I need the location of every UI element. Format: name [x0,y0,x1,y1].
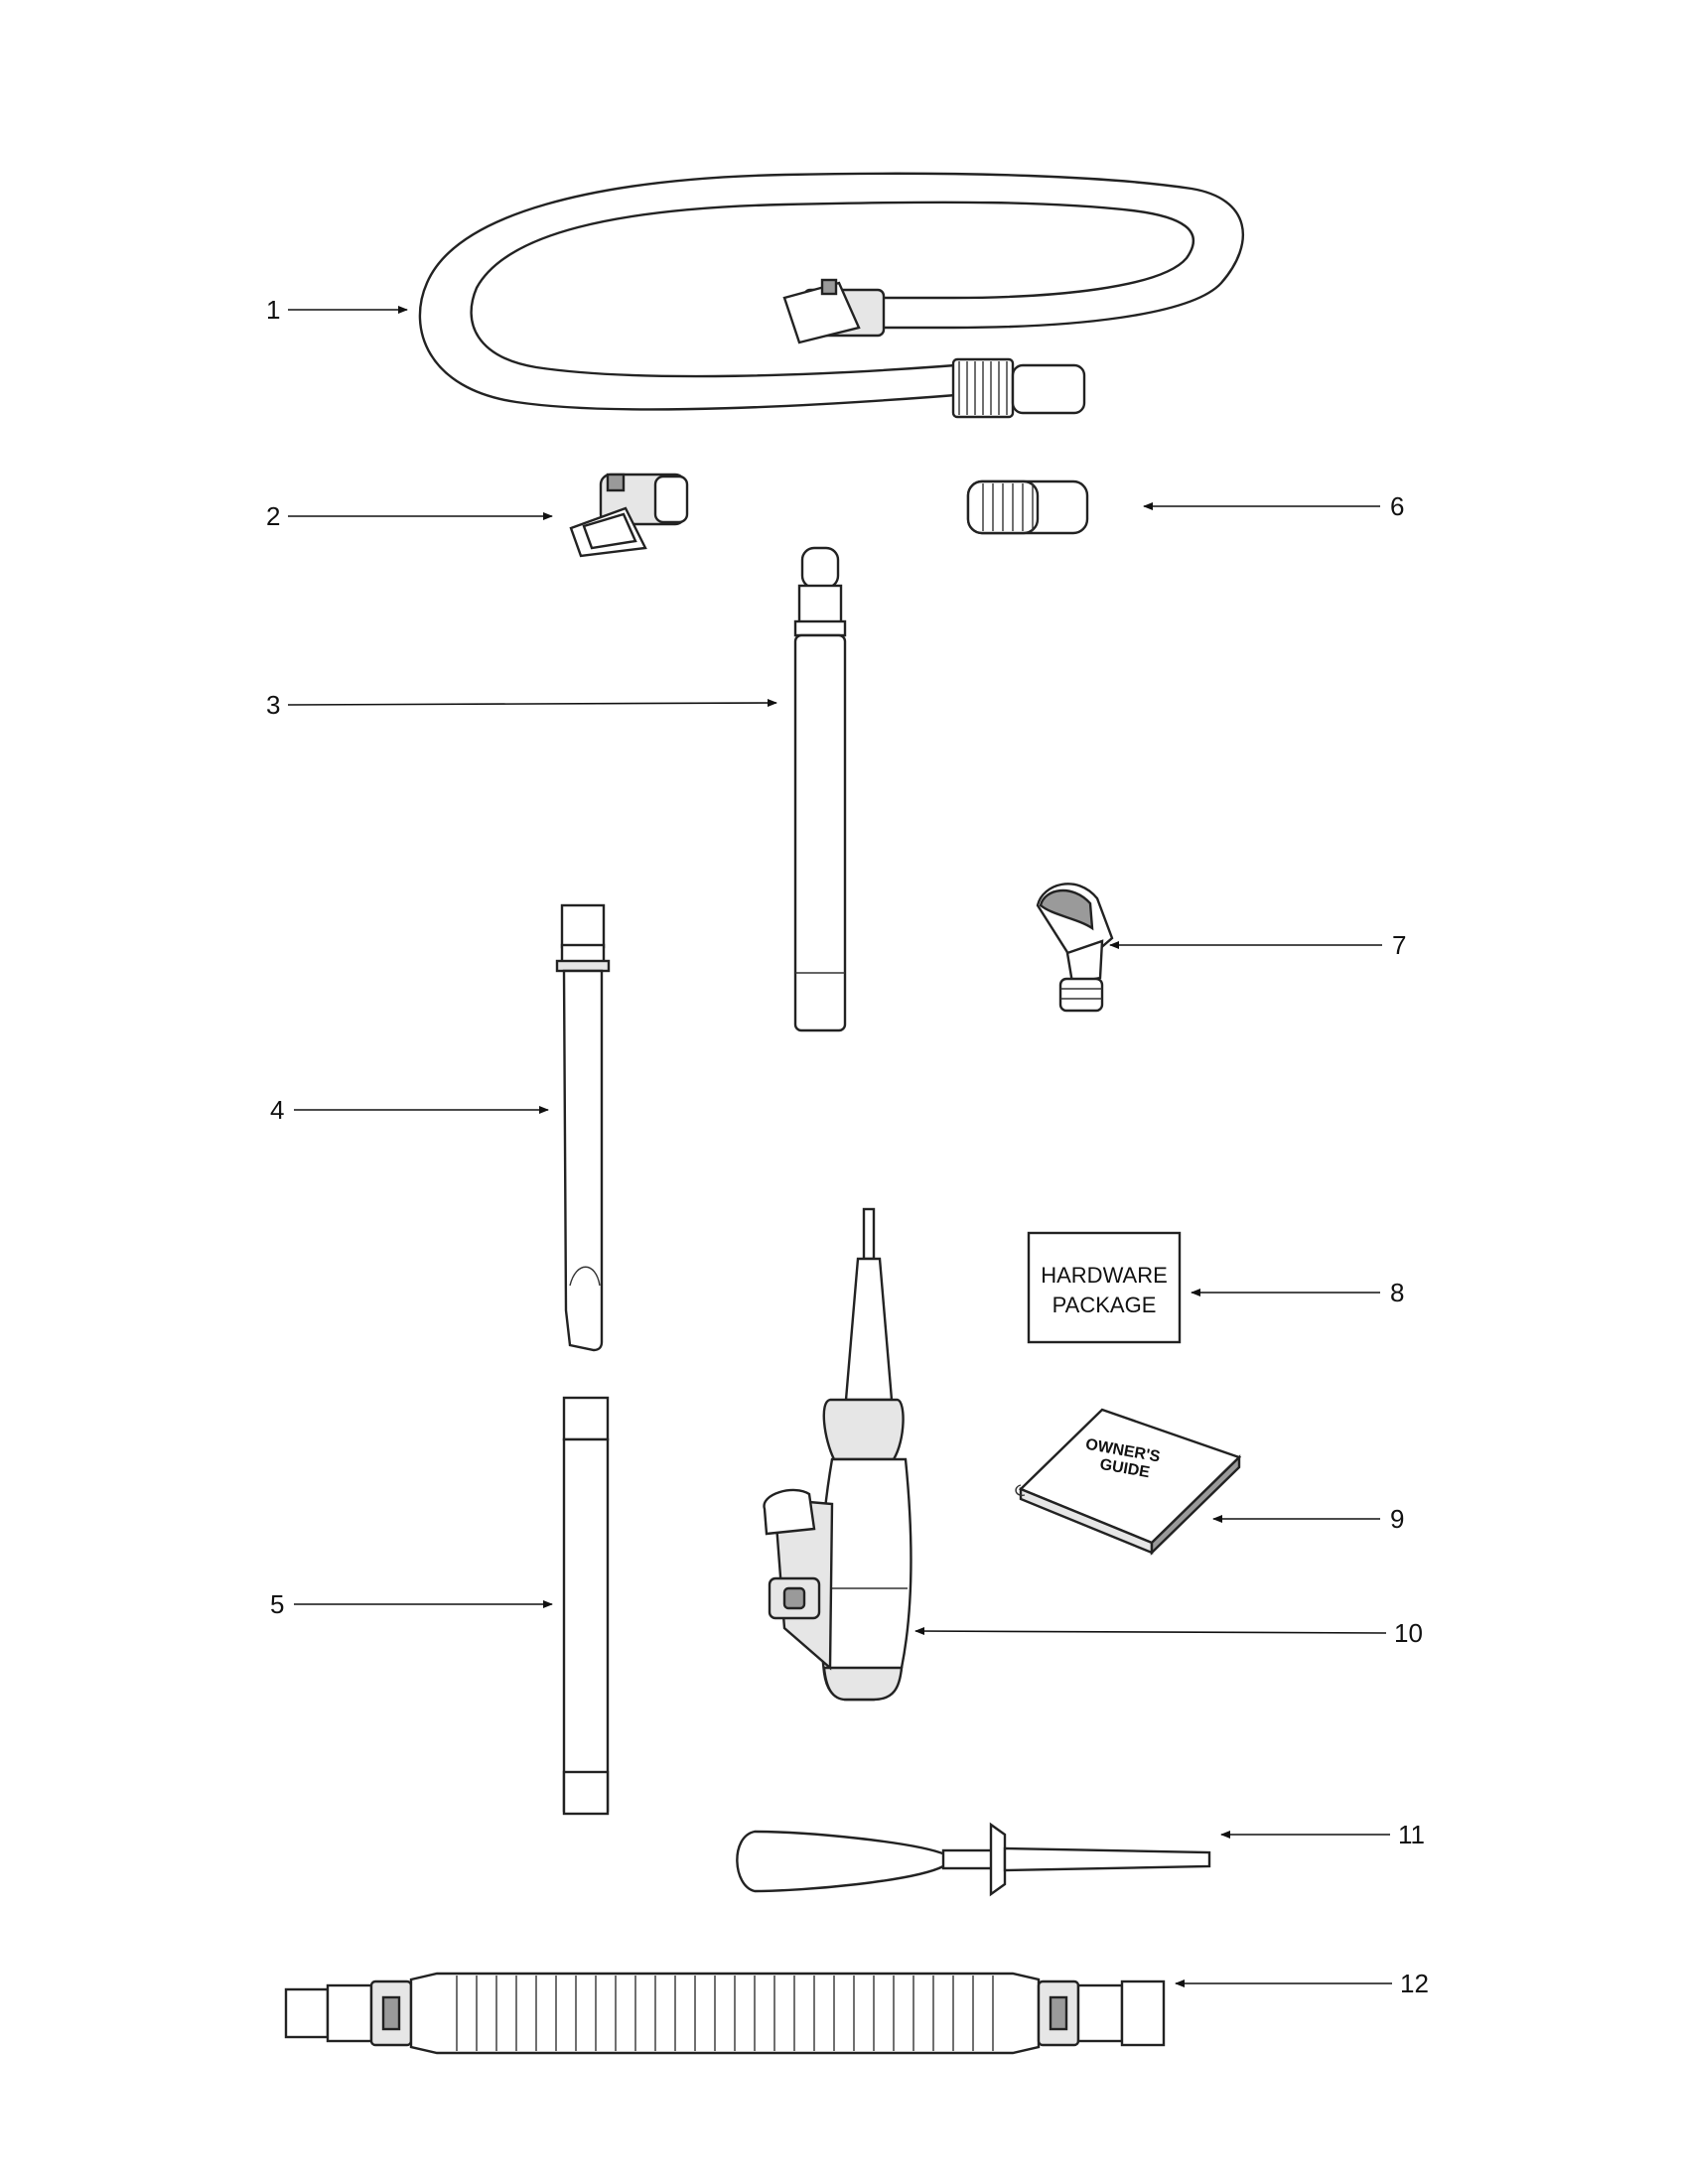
hardware-package-line1: HARDWARE [1041,1263,1168,1288]
part-7-dusting-brush [1036,883,1114,1013]
callout-lines [287,306,1392,1987]
callout-7: 7 [1392,930,1406,960]
callout-3: 3 [266,690,280,720]
callout-2: 2 [266,501,280,531]
part-9-owners-guide: OWNER'S GUIDE [1015,1408,1242,1556]
part-6-connector [966,479,1089,535]
part-5-straight-wand [562,1396,610,1816]
callout-10: 10 [1394,1618,1423,1648]
callout-1: 1 [266,295,280,325]
part-8-hardware-package: HARDWARE PACKAGE [1027,1231,1182,1344]
part-10-hand-tool [763,1207,912,1702]
callout-4: 4 [270,1095,284,1125]
part-1-hose [418,172,1244,419]
part-2-swivel-fitting [569,473,689,558]
part-11-tool-tip [736,1822,1211,1897]
callout-12: 12 [1400,1969,1429,1998]
callout-6: 6 [1390,491,1404,521]
part-12-stretch-hose [284,1972,1166,2055]
callout-11: 11 [1398,1820,1425,1849]
hardware-package-line2: PACKAGE [1052,1293,1157,1317]
part-12-corrugation [456,1976,994,2051]
callout-5: 5 [270,1589,284,1619]
part-3-wand [793,546,847,1032]
part-4-crevice-tool [555,903,611,1352]
part-1-ribs [951,357,1086,419]
callout-8: 8 [1390,1278,1404,1307]
callout-numbers: 1 2 3 4 5 6 7 8 9 10 11 12 [266,295,1429,1998]
callout-9: 9 [1390,1504,1404,1534]
